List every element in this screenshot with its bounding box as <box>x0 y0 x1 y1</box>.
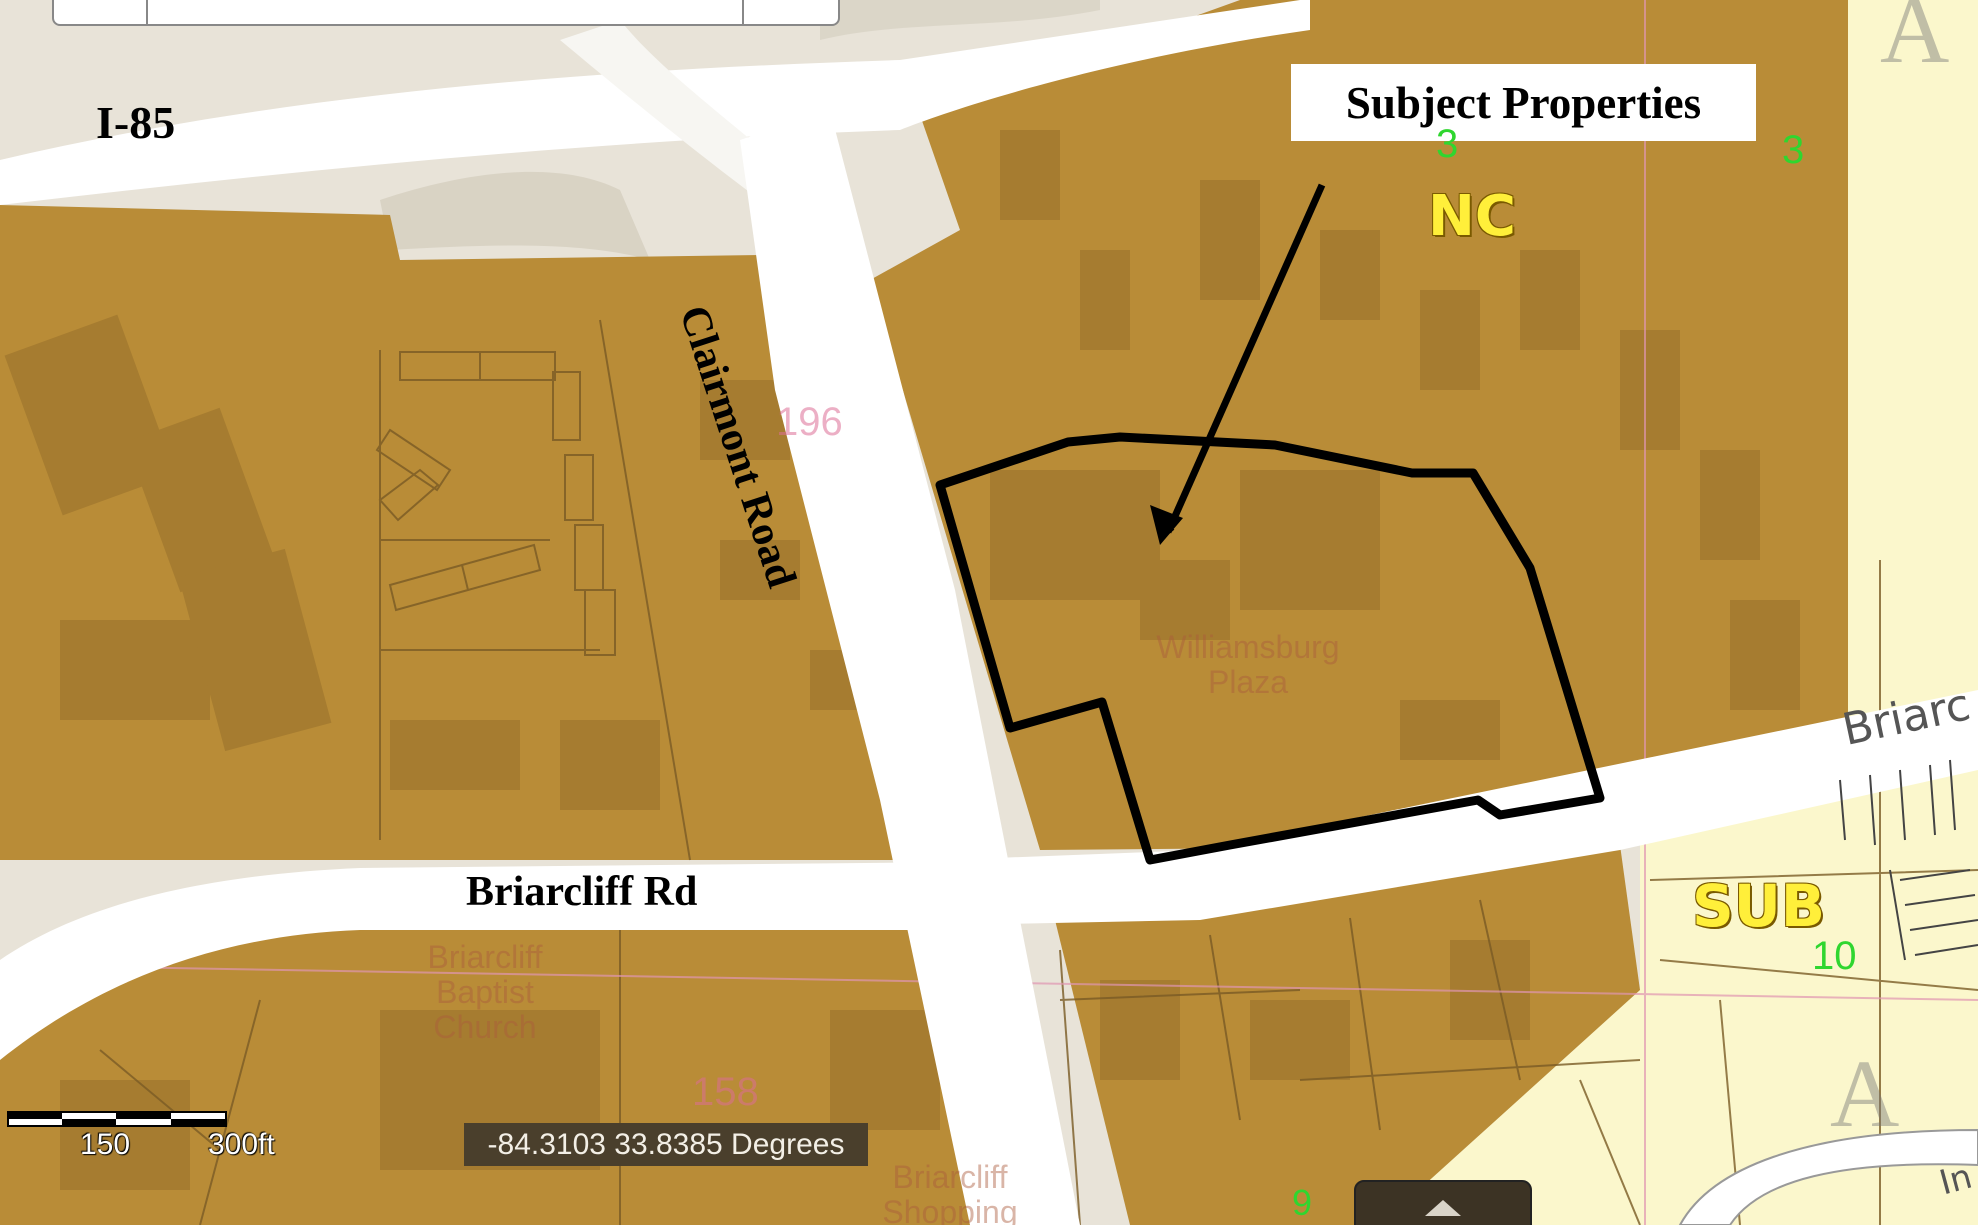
place-label-line: Briarcliff <box>892 1159 1008 1195</box>
place-label-line: Briarcliff <box>427 939 543 975</box>
place-label-line: Plaza <box>1207 664 1289 701</box>
place-briarcliff-baptist-church: Briarcliff Baptist Church <box>400 939 570 1046</box>
district-number-3b: 3 <box>1782 128 1805 172</box>
district-number-9: 9 <box>1292 1182 1313 1223</box>
place-label-line: Williamsburg <box>1156 629 1340 665</box>
callout-text: Subject Properties <box>1345 77 1702 128</box>
chevron-up-icon <box>1425 1200 1461 1216</box>
map-toolbar[interactable] <box>52 0 840 26</box>
place-briarcliff-shopping: Briarcliff Shopping <box>870 1159 1030 1225</box>
land-lot-number-196: 196 <box>776 400 843 444</box>
district-number-10: 10 <box>1812 934 1857 978</box>
scale-bar <box>7 1111 227 1127</box>
briarcliff-rd-label: Briarcliff Rd <box>466 869 698 915</box>
curved-road-se <box>1678 1128 1978 1225</box>
zone-label-sub: SUB <box>1692 872 1826 940</box>
toolbar-divider <box>146 0 148 24</box>
residential-area <box>1380 0 1978 1225</box>
parcel-lines <box>99 319 1978 1225</box>
district-number-3: 3 <box>1436 122 1459 166</box>
zone-label-a-bottom: A <box>1830 1040 1900 1147</box>
callout-arrowhead <box>1150 505 1183 545</box>
callout-arrow <box>1164 183 1326 537</box>
subject-property-outline <box>935 432 1605 865</box>
toolbar-divider <box>742 0 744 24</box>
clairmont-road <box>740 110 1080 1225</box>
place-label-line: Church <box>433 1009 537 1046</box>
scale-label-300ft: 300ft <box>208 1128 275 1161</box>
land-lot-number-158: 158 <box>692 1070 759 1114</box>
zone-label-nc: NC <box>1428 184 1516 249</box>
subject-properties-callout: Subject Properties <box>1291 64 1756 141</box>
coordinate-readout: -84.3103 33.8385 Degrees <box>464 1123 868 1166</box>
i85-label: I-85 <box>96 97 176 148</box>
terrain-shade <box>820 0 1100 40</box>
panel-expand-button[interactable] <box>1354 1180 1532 1225</box>
place-williamsburg-plaza: Williamsburg Plaza <box>1128 629 1368 701</box>
building-footprints <box>4 130 1800 1190</box>
zone-label-a-top: A <box>1880 0 1950 83</box>
scale-label-150: 150 <box>80 1128 131 1161</box>
place-label-line: Shopping <box>882 1194 1018 1225</box>
place-label-line: Baptist <box>436 974 534 1011</box>
residential-lots <box>1839 759 1978 961</box>
briarcliff-road-west <box>0 862 960 1060</box>
parcel-area-ne <box>870 0 1848 850</box>
terrain-shade <box>380 171 650 260</box>
